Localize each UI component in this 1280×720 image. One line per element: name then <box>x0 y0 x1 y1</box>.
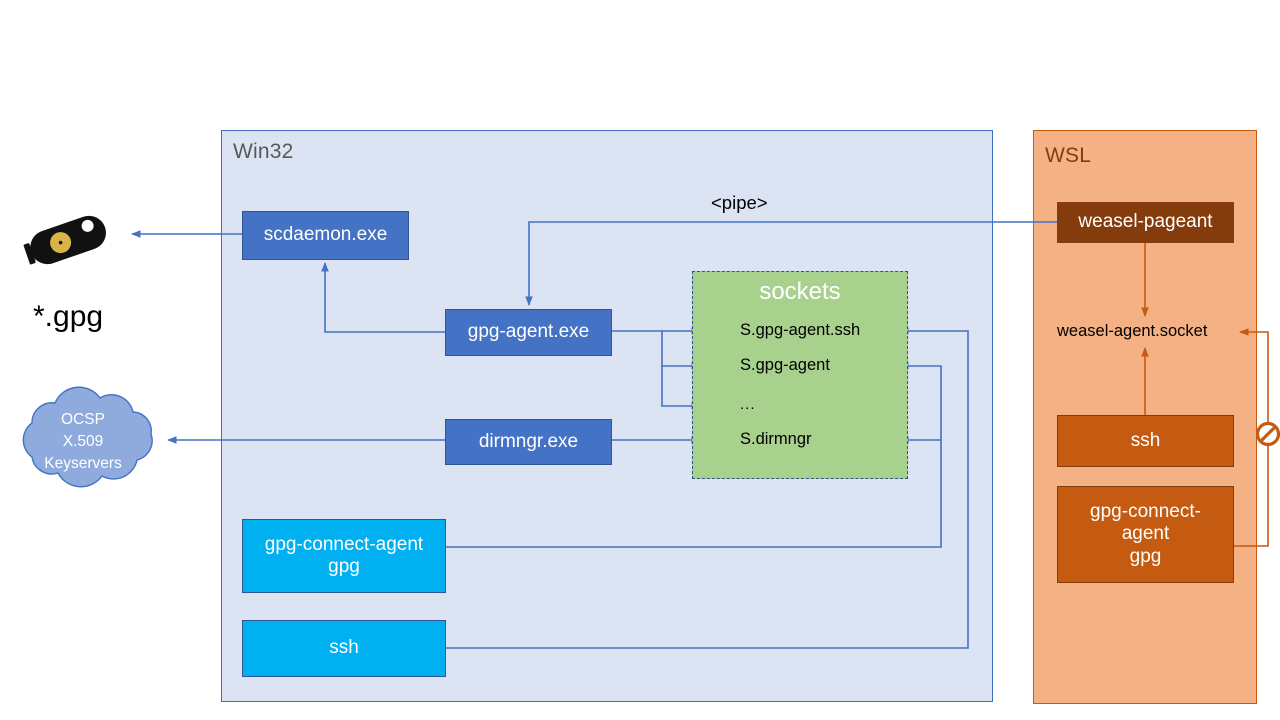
node-win32-gca-line2: gpg <box>328 556 360 577</box>
node-win32-gpg-connect-agent[interactable]: gpg-connect-agent gpg <box>242 519 446 593</box>
container-win32-label: Win32 <box>233 140 294 163</box>
socket-item-gpg-agent[interactable]: S.gpg-agent <box>740 356 830 374</box>
node-wsl-gca-line3: gpg <box>1129 545 1162 567</box>
node-gpg-agent-exe[interactable]: gpg-agent.exe <box>445 309 612 356</box>
node-dirmngr-exe[interactable]: dirmngr.exe <box>445 419 612 465</box>
yubikey-icon <box>12 196 130 282</box>
node-gpg-agent-label: gpg-agent.exe <box>467 321 590 343</box>
node-wsl-gca-line2: agent <box>1121 523 1170 545</box>
sockets-title: sockets <box>759 278 841 305</box>
prohibition-icon <box>1255 421 1280 447</box>
socket-item-ellipsis: ... <box>740 396 756 413</box>
node-win32-ssh-label: ssh <box>329 637 359 659</box>
cloud-shape: OCSP X.509 Keyservers <box>0 383 168 508</box>
container-wsl-label: WSL <box>1045 144 1092 167</box>
cloud-line-3: Keyservers <box>44 455 122 472</box>
cloud-line-1: OCSP <box>61 411 105 428</box>
node-scdaemon-label: scdaemon.exe <box>263 224 388 246</box>
cloud-line-2: X.509 <box>62 433 104 450</box>
pipe-label: <pipe> <box>711 192 768 213</box>
node-wsl-ssh[interactable]: ssh <box>1057 415 1234 467</box>
node-dirmngr-label: dirmngr.exe <box>478 430 579 452</box>
node-wsl-gca-line1: gpg-connect- <box>1090 500 1201 522</box>
socket-item-gpg-agent-ssh[interactable]: S.gpg-agent.ssh <box>740 321 861 339</box>
node-wsl-ssh-label: ssh <box>1130 429 1161 451</box>
socket-item-dirmngr[interactable]: S.dirmngr <box>740 430 812 448</box>
gpg-files-label: *.gpg <box>33 300 104 333</box>
node-win32-gca-line1: gpg-connect-agent <box>264 533 424 555</box>
node-wsl-gpg-connect-agent[interactable]: gpg-connect- agent gpg <box>1057 486 1234 583</box>
node-scdaemon-exe[interactable]: scdaemon.exe <box>242 211 409 260</box>
node-win32-ssh[interactable]: ssh <box>242 620 446 677</box>
node-weasel-pageant[interactable]: weasel-pageant <box>1057 202 1234 243</box>
cloud-label: OCSP X.509 Keyservers <box>0 409 168 475</box>
node-weasel-agent-socket: weasel-agent.socket <box>1057 322 1208 340</box>
sockets-group: sockets S.gpg-agent.ssh S.gpg-agent ... … <box>692 271 908 479</box>
node-weasel-pageant-label: weasel-pageant <box>1078 211 1213 233</box>
